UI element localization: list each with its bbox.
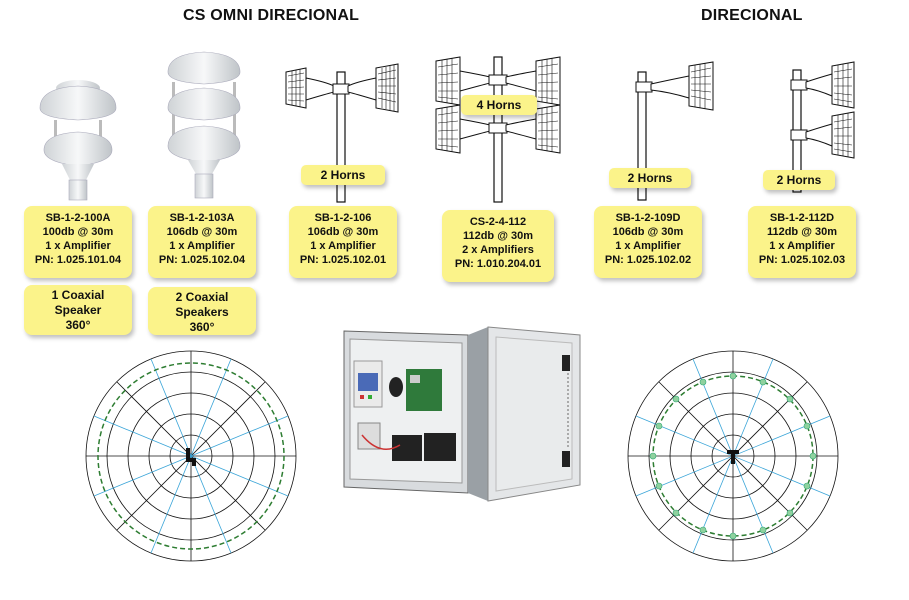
- product-spl: 106db @ 30m: [612, 226, 684, 238]
- product-amplifier: 1 x Amplifier: [310, 240, 376, 252]
- polar-pattern-omni: [85, 350, 297, 562]
- product-model: SB-1-2-103A: [169, 212, 235, 224]
- horn-pair-icon: [285, 63, 399, 203]
- directional-heading: DIRECIONAL: [701, 7, 803, 24]
- product-amplifier: 2 x Amplifiers: [462, 244, 534, 256]
- omni-heading: CS OMNI DIRECIONAL: [183, 7, 360, 24]
- product-pn: PN: 1.025.102.03: [758, 254, 846, 266]
- product-pn: PN: 1.025.102.01: [299, 254, 387, 266]
- product-spl: 106db @ 30m: [307, 226, 379, 238]
- product-model: CS-2-4-112: [469, 216, 527, 228]
- product-card: SB-1-2-112D 112db @ 30m 1 x Amplifier PN…: [748, 206, 856, 278]
- omni-speaker-single-icon: [39, 80, 117, 201]
- horn-quad-icon: [435, 56, 561, 203]
- product-spl: 112db @ 30m: [766, 226, 838, 238]
- horn-count-tag: 2 Horns: [301, 165, 385, 185]
- speaker-note-line: Speaker: [54, 303, 102, 317]
- product-card: SB-1-2-100A 100db @ 30m 1 x Amplifier PN…: [24, 206, 132, 278]
- product-spl: 106db @ 30m: [166, 226, 238, 238]
- product-spl: 112db @ 30m: [462, 230, 534, 242]
- speaker-note-line: 360°: [65, 318, 91, 332]
- product-model: SB-1-2-100A: [45, 212, 111, 224]
- speaker-note: 1 Coaxial Speaker 360°: [24, 285, 132, 335]
- product-pn: PN: 1.025.102.04: [158, 254, 246, 266]
- product-pn: PN: 1.010.204.01: [454, 258, 542, 270]
- product-amplifier: 1 x Amplifier: [169, 240, 235, 252]
- product-model: SB-1-2-112D: [769, 212, 835, 224]
- horn-stacked-icon: [790, 61, 855, 193]
- product-card: SB-1-2-106 106db @ 30m 1 x Amplifier PN:…: [289, 206, 397, 278]
- product-model: SB-1-2-106: [314, 212, 372, 224]
- product-pn: PN: 1.025.102.02: [604, 254, 692, 266]
- horn-count-tag: 2 Horns: [609, 168, 691, 188]
- product-pn: PN: 1.025.101.04: [34, 254, 122, 266]
- speaker-note-line: 1 Coaxial: [51, 288, 105, 302]
- speaker-note-line: 2 Coaxial: [175, 290, 229, 304]
- horn-single-pair-icon: [635, 61, 714, 201]
- product-card: SB-1-2-103A 106db @ 30m 1 x Amplifier PN…: [148, 206, 256, 278]
- horn-count-tag: 4 Horns: [461, 95, 537, 115]
- product-amplifier: 1 x Amplifier: [769, 240, 835, 252]
- horn-count-tag: 2 Horns: [763, 170, 835, 190]
- control-cabinet-icon: [343, 326, 581, 502]
- polar-pattern-directional: [627, 350, 839, 562]
- product-card: SB-1-2-109D 106db @ 30m 1 x Amplifier PN…: [594, 206, 702, 278]
- product-card: CS-2-4-112 112db @ 30m 2 x Amplifiers PN…: [442, 210, 554, 282]
- product-spl: 100db @ 30m: [42, 226, 114, 238]
- product-amplifier: 1 x Amplifier: [615, 240, 681, 252]
- speaker-note: 2 Coaxial Speakers 360°: [148, 287, 256, 335]
- speaker-note-line: Speakers: [175, 305, 229, 319]
- product-model: SB-1-2-109D: [615, 212, 681, 224]
- omni-speaker-double-icon: [167, 51, 241, 199]
- product-amplifier: 1 x Amplifier: [45, 240, 111, 252]
- speaker-note-line: 360°: [189, 320, 215, 334]
